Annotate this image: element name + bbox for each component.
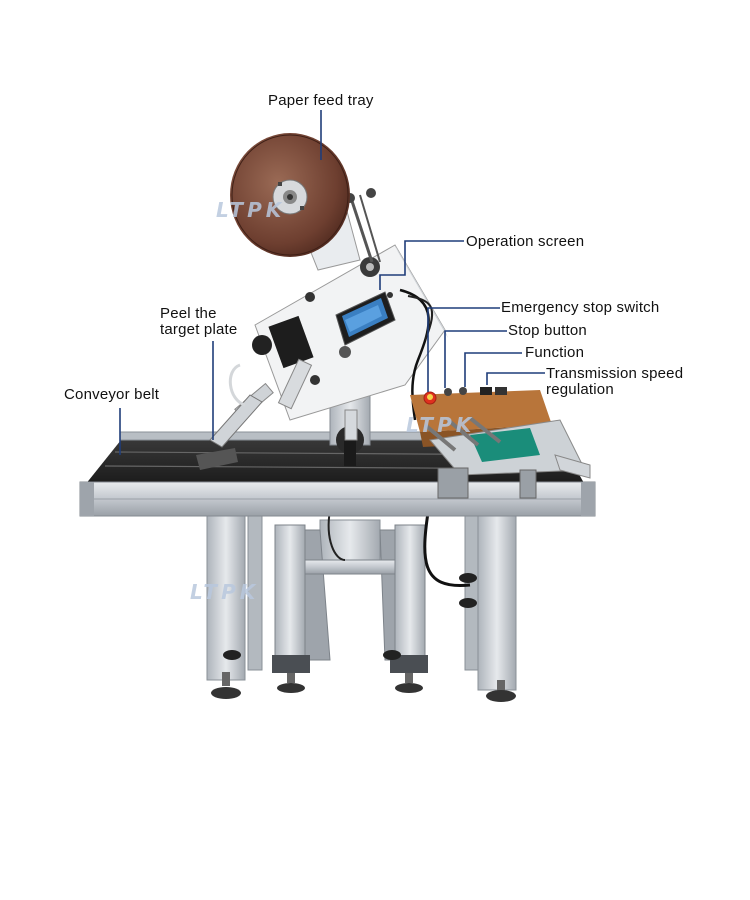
frame-legs (206, 509, 517, 691)
watermark-top: LTPK (216, 198, 286, 222)
paper-reel (230, 133, 350, 257)
leader-operation-screen (379, 240, 464, 290)
leader-lines (119, 110, 545, 455)
leader-stop-button (444, 330, 507, 388)
label-transmission-line1: Transmission speed (546, 365, 684, 382)
label-peel-target-plate: Peel the target plate (160, 306, 237, 338)
leader-transmission (486, 372, 545, 385)
label-operation-screen: Operation screen (466, 233, 585, 250)
leader-function (464, 352, 522, 387)
label-transmission-line2: regulation (546, 381, 614, 398)
separator-mechanism (423, 416, 591, 499)
power-cable (423, 499, 471, 588)
watermark-middle: LTPK (406, 413, 476, 437)
label-peel-line1: Peel the (160, 305, 217, 322)
watermark-bottom: LTPK (190, 580, 260, 604)
label-conveyor-belt: Conveyor belt (64, 386, 160, 403)
label-peel-line2: target plate (160, 321, 238, 338)
label-stop-button: Stop button (508, 322, 587, 339)
label-paper-feed-tray: Paper feed tray (268, 92, 374, 109)
label-function: Function (525, 344, 585, 361)
leveling-feet (211, 573, 516, 702)
leader-emergency-stop (427, 307, 500, 392)
label-transmission-speed-regulation: Transmission speed regulation (546, 366, 683, 398)
label-emergency-stop-switch: Emergency stop switch (501, 299, 660, 316)
